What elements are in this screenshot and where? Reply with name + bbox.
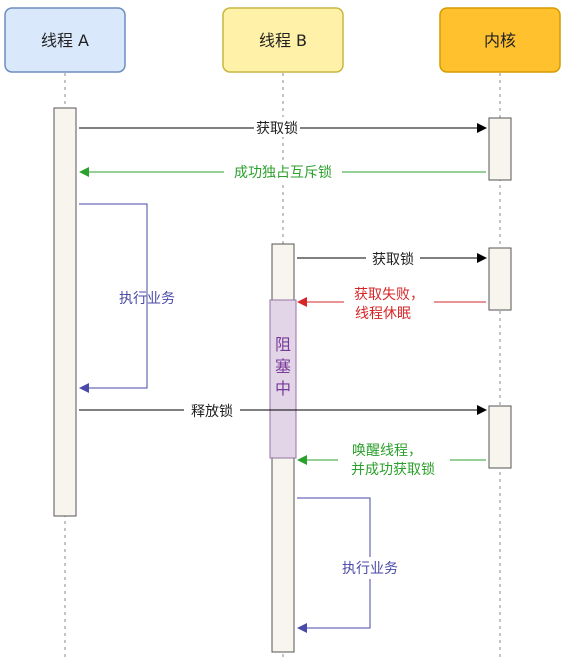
participant-kernel-label: 内核	[484, 31, 516, 50]
label-b-fail-line1: 获取失败，	[354, 287, 424, 303]
label-b-acquire: 获取锁	[372, 252, 414, 268]
label-a-acquire-success: 成功独占互斥锁	[234, 165, 332, 181]
label-a-release: 释放锁	[191, 404, 233, 420]
label-b-wake-line2: 并成功获取锁	[351, 462, 435, 478]
label-b-fail-line2: 线程休眠	[355, 306, 411, 322]
activation-kernel-3	[488, 405, 512, 469]
activation-kernel-2	[488, 247, 512, 311]
label-b-execute: 执行业务	[342, 561, 398, 577]
blocked-label-3: 中	[275, 379, 291, 398]
activation-kernel-1	[488, 117, 512, 181]
arrow-a-execute	[79, 203, 148, 393]
participant-kernel-box	[439, 7, 561, 73]
participant-thread-b-label: 线程 B	[259, 31, 307, 50]
blocked-label-1: 阻	[275, 335, 291, 354]
label-b-wake-line1: 唤醒线程，	[352, 442, 422, 459]
blocked-region	[269, 299, 297, 459]
label-a-acquire: 获取锁	[256, 121, 298, 137]
activation-thread-a	[53, 107, 77, 517]
participant-thread-a-box	[4, 7, 126, 73]
participant-thread-b-box	[222, 7, 344, 73]
blocked-label-2: 塞	[275, 357, 291, 376]
label-a-execute: 执行业务	[119, 291, 175, 307]
participant-thread-a-label: 线程 A	[41, 31, 89, 50]
